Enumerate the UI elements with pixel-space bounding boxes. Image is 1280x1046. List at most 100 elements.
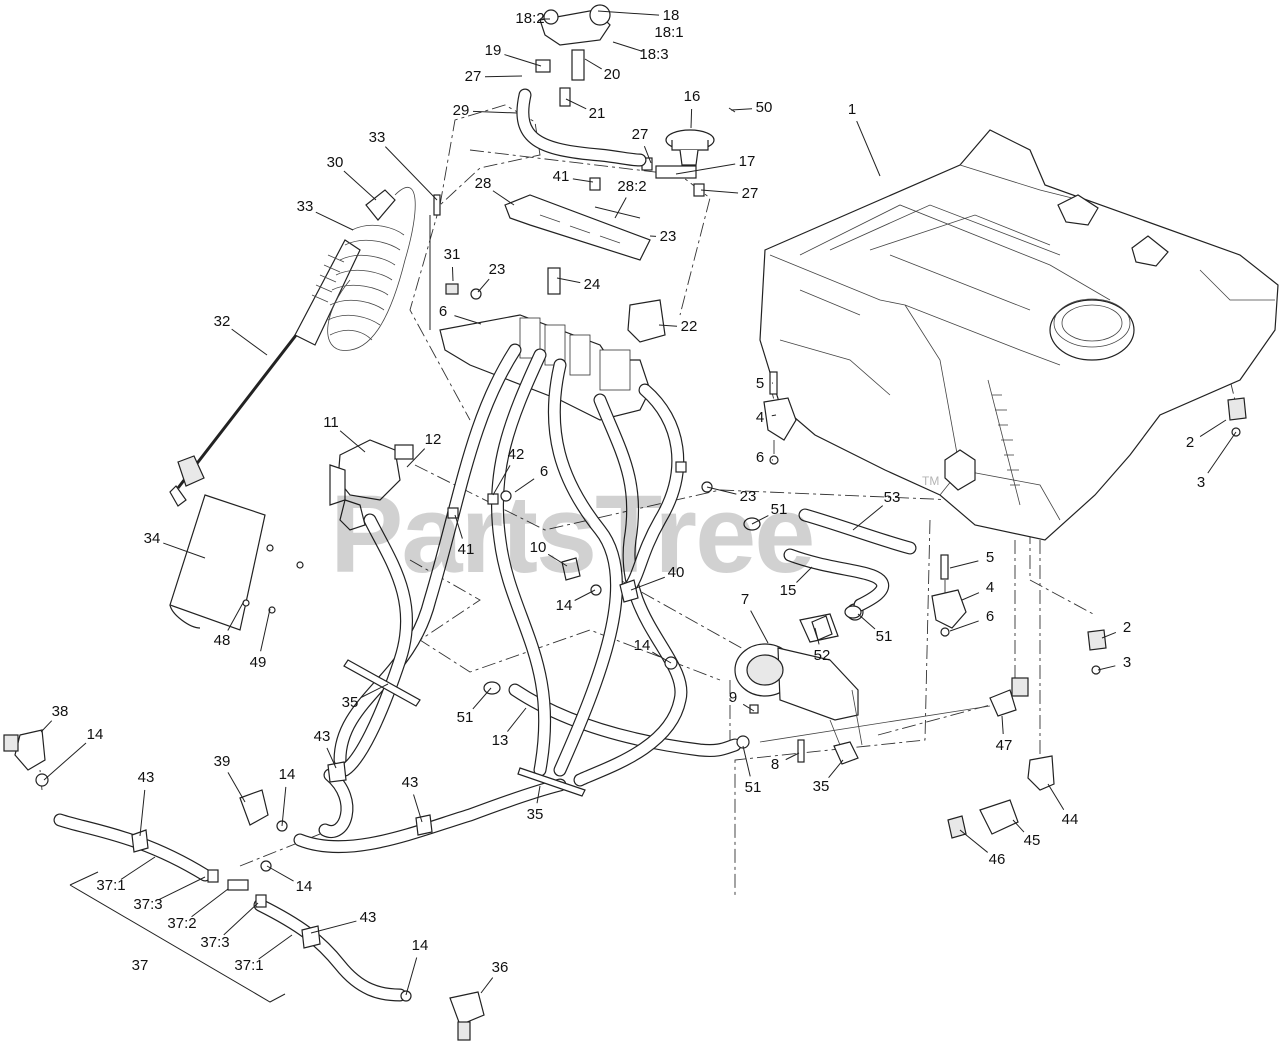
leader-c-15 [796,566,813,583]
callout-c-43a[interactable]: 43 [138,769,155,786]
callout-c-11[interactable]: 11 [323,414,339,431]
callout-c-1[interactable]: 1 [848,101,856,118]
leader-c-37-2 [191,888,229,918]
callout-c-28[interactable]: 28 [475,175,492,192]
callout-c-35b[interactable]: 35 [527,806,544,823]
callout-c-30[interactable]: 30 [327,154,344,171]
callout-c-35c[interactable]: 35 [813,778,830,795]
callout-c-51c[interactable]: 51 [457,709,474,726]
leader-c-35a [360,683,389,699]
callout-c-48[interactable]: 48 [214,632,231,649]
callout-c-22[interactable]: 22 [681,318,698,335]
callout-c-43b[interactable]: 43 [314,728,331,745]
callout-c-41b[interactable]: 41 [458,541,475,558]
callout-c-47[interactable]: 47 [996,737,1013,754]
callout-c-24[interactable]: 24 [584,276,601,293]
callout-c-12[interactable]: 12 [425,431,442,448]
callout-c-6d[interactable]: 6 [540,463,548,480]
callout-c-38[interactable]: 38 [52,703,69,720]
callout-c-14b[interactable]: 14 [634,637,651,654]
leader-c-18-3 [612,41,643,52]
callout-c-14f[interactable]: 14 [412,937,429,954]
callout-c-10[interactable]: 10 [530,539,547,556]
callout-c-20[interactable]: 20 [604,66,621,83]
callout-c-41a[interactable]: 41 [553,168,570,185]
callout-c-18-2[interactable]: 18:2 [515,10,544,27]
callout-c-5a[interactable]: 5 [756,375,764,392]
callout-c-13[interactable]: 13 [492,732,509,749]
leader-c-24 [556,277,581,284]
callout-c-51a[interactable]: 51 [771,501,788,518]
callout-c-3a[interactable]: 3 [1197,474,1205,491]
callout-c-37-3b[interactable]: 37:3 [200,934,229,951]
callout-c-37-2[interactable]: 37:2 [167,915,196,932]
callout-c-37[interactable]: 37 [132,957,149,974]
callout-c-37-1b[interactable]: 37:1 [234,957,263,974]
callout-c-39[interactable]: 39 [214,753,231,770]
callout-c-28-2[interactable]: 28:2 [617,178,646,195]
callout-c-45[interactable]: 45 [1024,832,1041,849]
callout-c-3b[interactable]: 3 [1123,654,1131,671]
callout-c-5b[interactable]: 5 [986,549,994,566]
callout-c-23c[interactable]: 23 [740,488,757,505]
callout-c-35a[interactable]: 35 [342,694,359,711]
callout-c-15[interactable]: 15 [780,582,797,599]
callout-c-19[interactable]: 19 [485,42,502,59]
callout-c-18-3[interactable]: 18:3 [639,46,668,63]
callout-c-43d[interactable]: 43 [360,909,377,926]
leader-c-6b [949,620,979,632]
callout-c-6a[interactable]: 6 [756,449,764,466]
callout-c-43c[interactable]: 43 [402,774,419,791]
callout-c-31[interactable]: 31 [444,246,461,263]
callout-c-44[interactable]: 44 [1062,811,1079,828]
callout-c-14e[interactable]: 14 [296,878,313,895]
leader-c-41a [572,178,594,183]
callout-c-32[interactable]: 32 [214,313,231,330]
callout-c-51d[interactable]: 51 [745,779,762,796]
leader-c-23c [706,486,737,495]
callout-c-27b[interactable]: 27 [632,126,649,143]
callout-c-49[interactable]: 49 [250,654,267,671]
callout-c-52[interactable]: 52 [814,647,831,664]
callout-c-9[interactable]: 9 [729,689,737,706]
callout-c-6c[interactable]: 6 [439,303,447,320]
callout-c-14c[interactable]: 14 [87,726,104,743]
callout-c-16[interactable]: 16 [684,88,701,105]
callout-c-50[interactable]: 50 [756,99,773,116]
callout-c-37-1a[interactable]: 37:1 [96,877,125,894]
callout-c-2b[interactable]: 2 [1123,619,1131,636]
boom-valves [439,299,666,421]
callout-c-8[interactable]: 8 [771,756,779,773]
callout-c-36[interactable]: 36 [492,959,509,976]
callout-c-33a[interactable]: 33 [369,129,386,146]
callout-c-2a[interactable]: 2 [1186,434,1194,451]
callout-c-6b[interactable]: 6 [986,608,994,625]
callout-c-4a[interactable]: 4 [756,409,764,426]
leader-c-42 [492,465,511,496]
callout-c-4b[interactable]: 4 [986,579,994,596]
callout-c-14a[interactable]: 14 [556,597,573,614]
callout-c-33b[interactable]: 33 [297,198,314,215]
callout-c-42[interactable]: 42 [508,446,525,463]
callout-c-46[interactable]: 46 [989,851,1006,868]
callout-c-21[interactable]: 21 [589,105,606,122]
leader-c-46 [959,829,988,853]
callout-c-53[interactable]: 53 [884,489,901,506]
callout-c-23b[interactable]: 23 [489,261,506,278]
callout-c-7[interactable]: 7 [741,591,749,608]
callout-c-40[interactable]: 40 [668,564,685,581]
callout-c-51b[interactable]: 51 [876,628,893,645]
callout-c-14d[interactable]: 14 [279,766,296,783]
callout-c-18[interactable]: 18 [663,7,680,24]
callout-c-27c[interactable]: 27 [742,185,759,202]
callout-c-37-3a[interactable]: 37:3 [133,896,162,913]
leader-c-29 [472,110,518,114]
callout-c-27a[interactable]: 27 [465,68,482,85]
callout-c-23a[interactable]: 23 [660,228,677,245]
pump [734,603,864,765]
callout-c-29[interactable]: 29 [453,102,470,119]
leader-c-27b [643,145,652,164]
callout-c-18-1[interactable]: 18:1 [654,24,683,41]
callout-c-34[interactable]: 34 [144,530,161,547]
callout-c-17[interactable]: 17 [739,153,756,170]
